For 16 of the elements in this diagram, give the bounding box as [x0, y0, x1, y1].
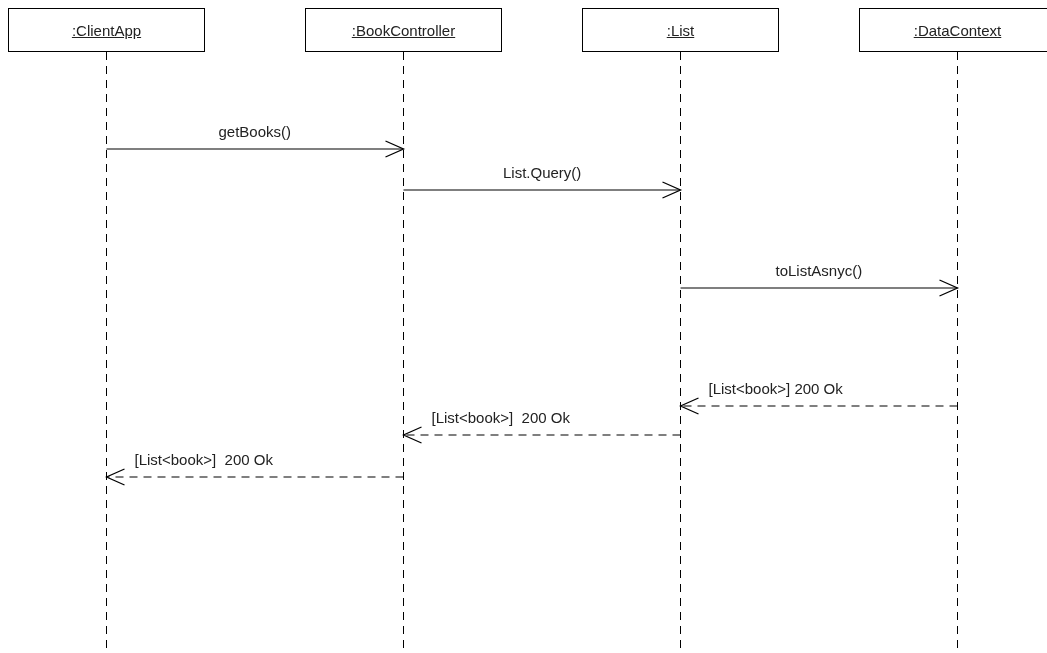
message-arrow — [105, 468, 405, 486]
message-label: List.Query() — [503, 164, 582, 182]
message-label: [List<book>] 200 Ok — [708, 380, 843, 398]
message-arrow — [679, 397, 959, 415]
object-name: :BookController — [351, 21, 456, 39]
object-name: :ClientApp — [71, 21, 142, 39]
message-label: [List<book>] 200 Ok — [431, 409, 570, 427]
message-arrow — [402, 181, 682, 199]
message-arrow — [402, 426, 682, 444]
message-label: toListAsnyc() — [775, 262, 863, 280]
message-label: getBooks() — [218, 123, 292, 141]
object-name: :DataContext — [913, 21, 1002, 39]
message-label: [List<book>] 200 Ok — [134, 451, 273, 469]
message-arrow — [105, 140, 405, 158]
object-name: :List — [666, 21, 695, 39]
message-arrow — [679, 279, 959, 297]
